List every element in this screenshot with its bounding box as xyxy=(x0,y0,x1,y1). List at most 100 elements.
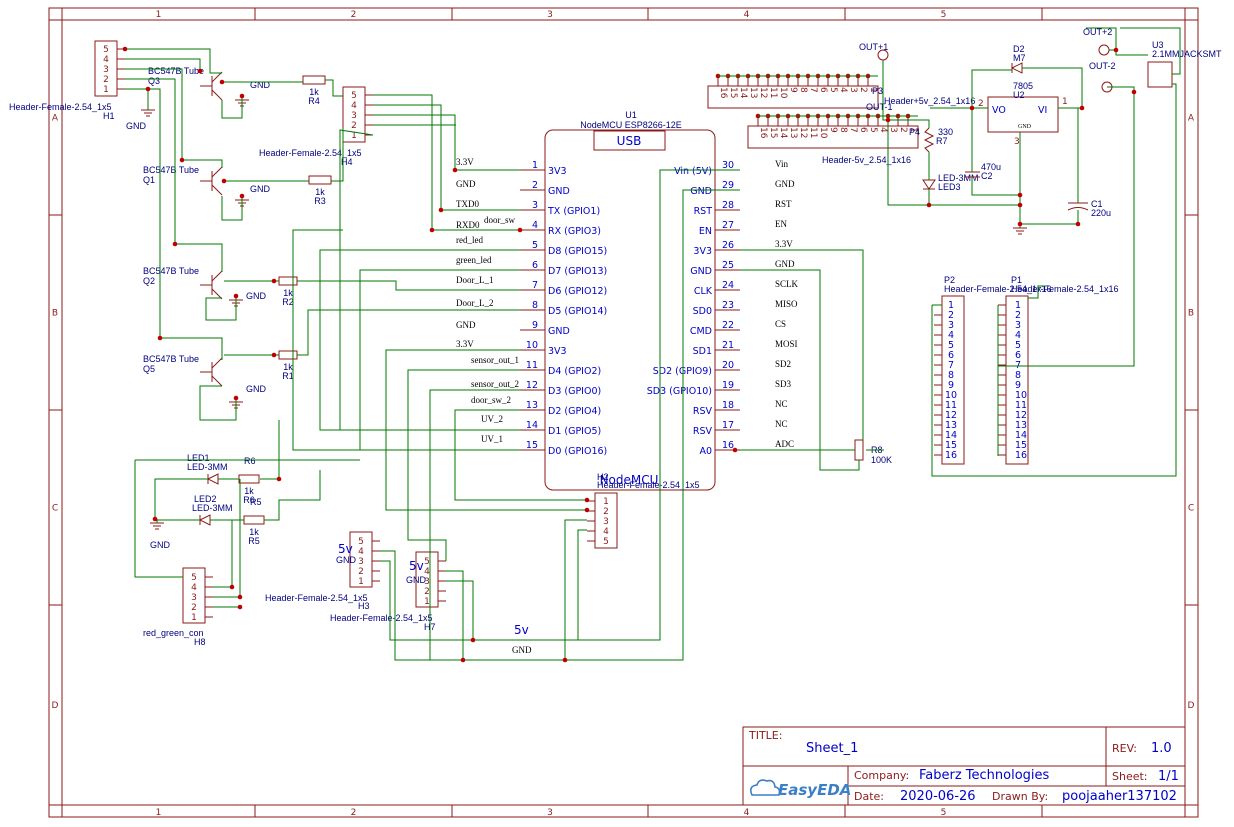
p4-pin-number: 14 xyxy=(778,127,788,139)
p1-pin-number: 4 xyxy=(1015,330,1021,341)
jack-part: 2.1MMJACKSMT xyxy=(1152,49,1222,59)
transistor-emitter xyxy=(211,375,223,387)
p4-pin-number: 10 xyxy=(818,127,828,139)
junction-dot xyxy=(233,395,239,401)
p4-pin-number: 12 xyxy=(798,127,808,138)
p1-pin-number: 2 xyxy=(1015,310,1021,321)
frame-row-label: C xyxy=(1188,504,1194,514)
mcu-pin-name: RST xyxy=(694,206,713,217)
mcu-net-label: EN xyxy=(775,219,787,229)
p2-pin-number: 7 xyxy=(948,360,954,371)
p1-pin-number: 9 xyxy=(1015,380,1021,391)
wire xyxy=(297,309,520,356)
junction-dot xyxy=(271,352,277,358)
gnd-label: GND xyxy=(336,555,357,565)
h7-pin-number: 3 xyxy=(424,577,430,587)
mcu-pin-name: GND xyxy=(548,326,570,337)
mcu-pin-number: 8 xyxy=(532,300,538,311)
h3-pin-number: 1 xyxy=(358,577,364,587)
p3-pin-number: 2 xyxy=(858,87,868,93)
mcu-net-label: NC xyxy=(775,399,788,409)
mcu-pin-name: D3 (GPIO0) xyxy=(548,386,601,397)
rev-label: REV: xyxy=(1112,742,1137,755)
h4-pin-number: 4 xyxy=(351,101,357,111)
junction-dot xyxy=(470,637,476,643)
frame-col-label: 1 xyxy=(156,808,162,818)
junction-dot xyxy=(969,105,975,111)
resistor-value: 1k xyxy=(283,288,293,298)
p2-pin-number: 2 xyxy=(948,310,954,321)
junction-dot xyxy=(460,657,466,663)
junction-dot xyxy=(438,207,444,213)
junction-dot xyxy=(233,293,239,299)
h3-name: Header-Female-2.54_1x5 xyxy=(265,593,368,603)
h7-pin-number: 4 xyxy=(424,567,430,577)
p1-pin-number: 14 xyxy=(1015,430,1027,441)
junction-dot xyxy=(1017,192,1023,198)
p2-name: Header-Female-2.54_1x16 xyxy=(944,284,1052,294)
p3-pin-number: 1 xyxy=(868,87,878,93)
wire xyxy=(199,385,237,421)
p2-pin-number: 11 xyxy=(945,400,957,411)
frame-col-label: 3 xyxy=(547,808,553,818)
wire xyxy=(373,104,520,211)
capacitor-value: 470u xyxy=(981,162,1001,172)
junction-dot xyxy=(1113,47,1119,53)
h2-pin-number: 2 xyxy=(603,507,609,517)
junction-dot xyxy=(584,497,590,503)
p3-pin-number: 4 xyxy=(838,87,848,93)
led-part: LED-3MM xyxy=(187,462,228,472)
resistor-designator: R7 xyxy=(936,136,948,146)
mcu-net-label: MOSI xyxy=(775,339,798,349)
mcu-net-label: CS xyxy=(775,319,786,329)
mcu-pin-name: CMD xyxy=(690,326,712,337)
junction-dot xyxy=(1075,221,1081,227)
mcu-net-label: red_led xyxy=(456,235,483,245)
potentiometer-r8 xyxy=(854,439,864,461)
wire xyxy=(260,420,280,480)
h3-pin-number: 5 xyxy=(358,537,364,547)
p4-pin-number: 5 xyxy=(868,127,878,133)
gnd-net-label: GND xyxy=(512,645,532,655)
gnd-label: GND xyxy=(150,540,171,550)
mcu-net-label: Door_L_2 xyxy=(456,298,494,308)
date-value: 2020-06-26 xyxy=(900,789,976,804)
mcu-pin-number: 3 xyxy=(532,200,538,211)
p4-pin-number: 4 xyxy=(878,127,888,133)
p3-pin-number: 13 xyxy=(748,87,758,98)
mcu-pin-name: TX (GPIO1) xyxy=(547,206,600,217)
h3-pin-number: 3 xyxy=(358,557,364,567)
mcu-pin-number: 19 xyxy=(722,380,734,391)
p1-pin-number: 12 xyxy=(1015,410,1027,421)
p2-designator: P2 xyxy=(944,275,955,285)
p2-pin-number: 6 xyxy=(948,350,954,361)
frame-row-label: B xyxy=(1188,309,1194,319)
h1-designator: H1 xyxy=(103,111,115,121)
drawn-value: poojaaher137102 xyxy=(1062,789,1177,804)
led-icon xyxy=(206,473,219,485)
p3-pin-number: 3 xyxy=(848,87,858,93)
title-value: Sheet_1 xyxy=(806,741,858,756)
h1-name: Header-Female-2.54_1x5 xyxy=(9,102,112,112)
wire xyxy=(380,189,740,661)
gnd-label: GND xyxy=(250,184,271,194)
gnd-label: GND xyxy=(250,80,271,90)
mcu-pin-name: D1 (GPIO5) xyxy=(548,426,601,437)
terminal-out2 xyxy=(1098,44,1110,56)
p1-pin-number: 10 xyxy=(1015,390,1027,401)
easyeda-logo-icon xyxy=(750,779,781,796)
v5-label: 5v xyxy=(409,559,424,573)
p4-pin-number: 11 xyxy=(808,127,818,138)
mcu-pin-number: 29 xyxy=(722,180,734,191)
frame-col-label: 2 xyxy=(351,10,357,20)
mcu-pin-number: 25 xyxy=(722,260,734,271)
transistor-type: BC547B Tube xyxy=(148,66,204,76)
capacitor-designator: C1 xyxy=(1091,199,1103,209)
p1-designator: P1 xyxy=(1011,275,1022,285)
jack-designator: U3 xyxy=(1152,40,1164,50)
transistor-emitter xyxy=(211,89,223,101)
mcu-pin-name: A0 xyxy=(699,446,712,457)
wire xyxy=(407,369,520,561)
p2-pin-number: 3 xyxy=(948,320,954,331)
mcu-net-label: Door_L_1 xyxy=(456,275,494,285)
